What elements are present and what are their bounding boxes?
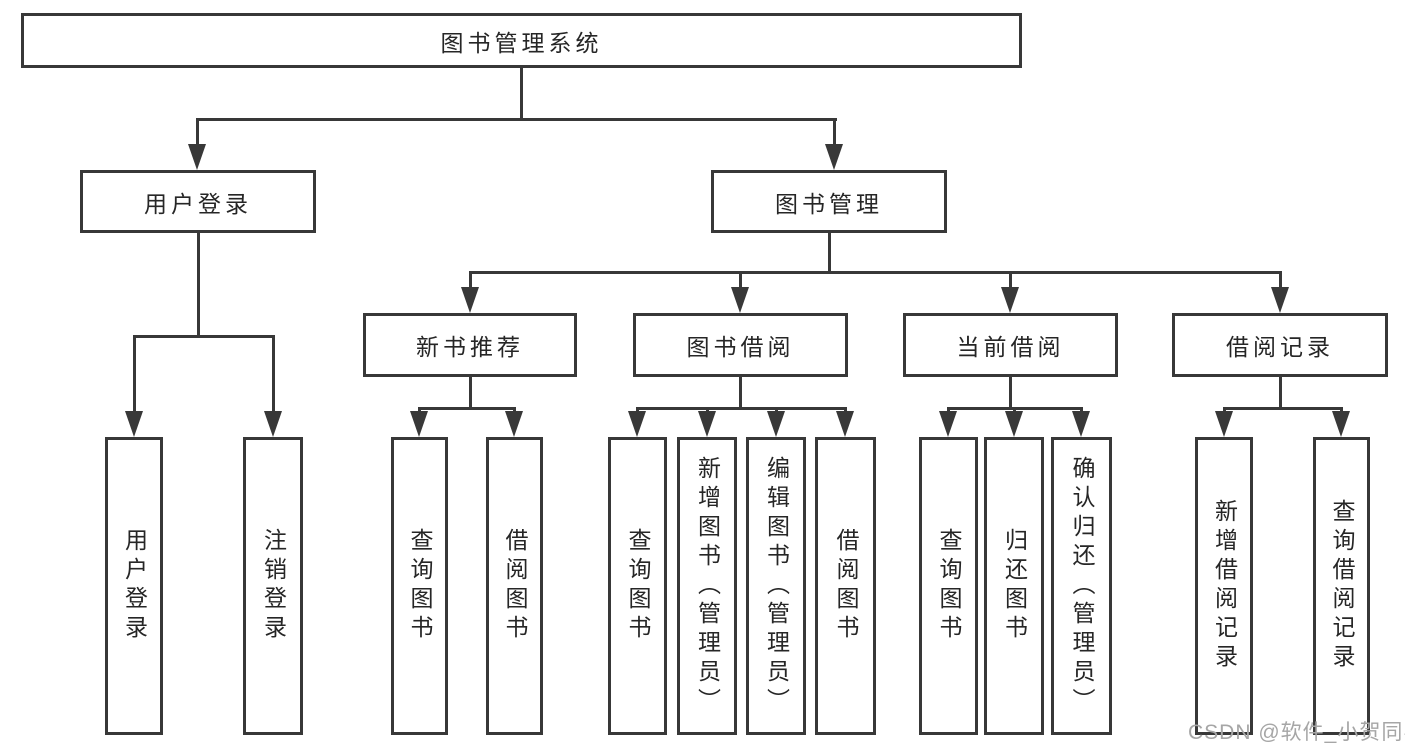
connector-line [133, 335, 136, 413]
connector-line [418, 407, 516, 410]
node-user-login: 用户登录 [80, 170, 316, 233]
arrowhead-down [767, 411, 785, 437]
arrowhead-down [1072, 411, 1090, 437]
connector-line [469, 271, 472, 291]
arrowhead-down [1001, 287, 1019, 313]
leaf-logout: 注销登录 [243, 437, 303, 735]
arrowhead-down [264, 411, 282, 437]
arrowhead-down [188, 144, 206, 170]
arrowhead-down [698, 411, 716, 437]
connector-line [196, 118, 199, 148]
connector-line [520, 68, 523, 120]
arrowhead-down [1332, 411, 1350, 437]
connector-line [1223, 407, 1343, 410]
arrowhead-down [1215, 411, 1233, 437]
connector-line [197, 233, 200, 337]
connector-line [636, 407, 847, 410]
arrowhead-down [461, 287, 479, 313]
connector-line [1279, 271, 1282, 291]
leaf-query-books-current: 查询图书 [919, 437, 978, 735]
arrowhead-down [1005, 411, 1023, 437]
arrowhead-down [1271, 287, 1289, 313]
arrowhead-down [505, 411, 523, 437]
connector-line [739, 377, 742, 409]
node-current-borrow: 当前借阅 [903, 313, 1118, 377]
connector-line [1009, 271, 1012, 291]
connector-line [469, 377, 472, 409]
leaf-borrow-books-recommend: 借阅图书 [486, 437, 543, 735]
arrowhead-down [939, 411, 957, 437]
arrowhead-down [731, 287, 749, 313]
node-new-book-recommend: 新书推荐 [363, 313, 577, 377]
connector-line [272, 335, 275, 413]
arrowhead-down [125, 411, 143, 437]
connector-line [469, 271, 1282, 274]
node-root: 图书管理系统 [21, 13, 1022, 68]
leaf-add-book-admin: 新增图书（管理员） [677, 437, 737, 735]
leaf-query-borrow-record: 查询借阅记录 [1313, 437, 1370, 735]
connector-line [196, 118, 837, 121]
connector-line [1009, 377, 1012, 409]
leaf-return-book: 归还图书 [984, 437, 1044, 735]
leaf-query-books-recommend: 查询图书 [391, 437, 448, 735]
arrowhead-down [410, 411, 428, 437]
connector-line [828, 233, 831, 273]
leaf-user-login: 用户登录 [105, 437, 163, 735]
leaf-borrow-books: 借阅图书 [815, 437, 876, 735]
arrowhead-down [825, 144, 843, 170]
leaf-edit-book-admin: 编辑图书（管理员） [746, 437, 806, 735]
csdn-watermark: CSDN @软件_小贺同学 [1188, 721, 1405, 744]
connector-line [1279, 377, 1282, 409]
leaf-confirm-return-admin: 确认归还（管理员） [1051, 437, 1112, 735]
node-book-borrow: 图书借阅 [633, 313, 848, 377]
node-borrow-records: 借阅记录 [1172, 313, 1388, 377]
leaf-add-borrow-record: 新增借阅记录 [1195, 437, 1253, 735]
arrowhead-down [628, 411, 646, 437]
arrowhead-down [836, 411, 854, 437]
connector-line [833, 118, 836, 148]
connector-line [133, 335, 275, 338]
leaf-query-books-borrow: 查询图书 [608, 437, 667, 735]
node-book-management: 图书管理 [711, 170, 947, 233]
connector-line [739, 271, 742, 291]
